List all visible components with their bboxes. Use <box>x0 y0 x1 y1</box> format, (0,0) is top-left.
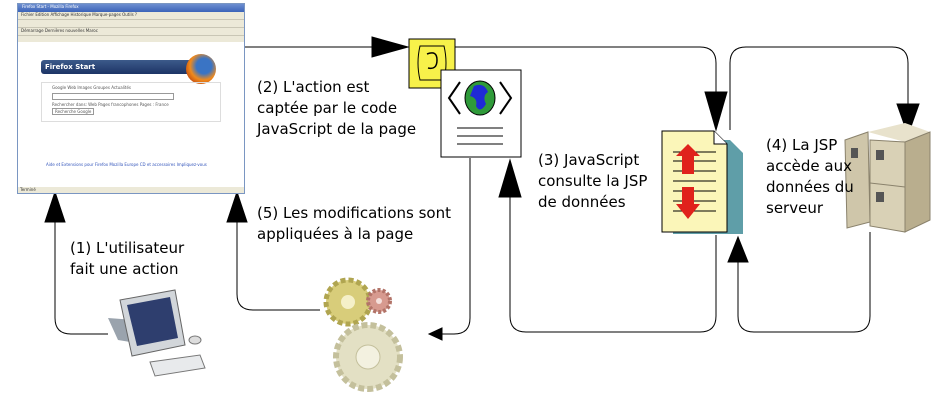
arrow-gears-to-browser <box>236 222 320 311</box>
browser-window-screenshot: Firefox Start - Mozilla Firefox Fichier … <box>17 3 245 194</box>
step2-line: JavaScript de la page <box>257 120 417 138</box>
browser-status-bar: Terminé <box>18 187 244 193</box>
step4-line: données du <box>766 178 854 196</box>
firefox-start-heading: Firefox Start <box>41 60 205 74</box>
arrow-js-to-jsp <box>455 46 717 92</box>
google-tabs: Google Web Images Groupes Actualités <box>52 85 132 90</box>
arrow-computer-to-browser <box>54 222 108 335</box>
arrowhead-left <box>427 327 443 341</box>
computer-icon <box>108 289 206 377</box>
google-search-box: Google Web Images Groupes Actualités Rec… <box>41 82 221 122</box>
step4-line: accède aux <box>766 157 853 175</box>
arrowhead-up <box>44 190 66 223</box>
step2-line: (2) L'action est <box>257 78 370 96</box>
web-page-icon <box>440 69 522 158</box>
step1-line: (1) L'utilisateur <box>70 239 185 257</box>
browser-bookmarks-bar: Démarrage Dernières nouvelles Maroc <box>18 28 244 36</box>
firefox-logo-icon <box>186 54 216 84</box>
browser-title-bar: Firefox Start - Mozilla Firefox <box>18 4 244 12</box>
arrow-page-to-gears <box>440 158 471 335</box>
step5-line: (5) Les modifications sont <box>257 204 451 222</box>
arrowhead-down <box>896 103 920 137</box>
step3-line: de données <box>538 193 626 211</box>
search-input <box>52 93 174 100</box>
search-button: Recherche Google <box>52 108 95 115</box>
jsp-document-icon <box>661 130 743 234</box>
gears-icon <box>323 277 403 392</box>
step4-line: serveur <box>766 199 823 217</box>
step5-line: appliquées à la page <box>257 225 414 243</box>
search-scope: Rechercher dans: Web Pages francophones … <box>52 102 169 107</box>
step5-label: (5) Les modifications sont appliquées à … <box>257 203 451 245</box>
step1-label: (1) L'utilisateur fait une action <box>70 238 184 280</box>
step4-label: (4) La JSP accède aux données du serveur <box>766 135 854 219</box>
arrowhead-right <box>371 36 410 58</box>
arrowhead-up <box>226 190 248 223</box>
step4-line: (4) La JSP <box>766 136 838 154</box>
step3-label: (3) JavaScript consulte la JSP de donnée… <box>538 150 647 213</box>
step2-label: (2) L'action est captée par le code Java… <box>257 77 416 140</box>
server-icon <box>844 123 931 233</box>
arrowhead-down <box>704 91 728 132</box>
step3-line: consulte la JSP <box>538 172 648 190</box>
step2-line: captée par le code <box>257 99 398 117</box>
browser-address-bar <box>18 20 244 28</box>
step1-line: fait une action <box>70 260 179 278</box>
firefox-links: Aide et Extensions pour Firefox Mozilla … <box>46 162 207 167</box>
browser-menu-bar: Fichier Edition Affichage Historique Mar… <box>18 12 244 20</box>
arrow-jsp-to-server <box>729 46 909 130</box>
browser-content: Firefox Start Google Web Images Groupes … <box>18 42 244 187</box>
arrow-jsp-to-page <box>509 197 717 333</box>
arrowhead-up <box>498 158 522 198</box>
arrow-server-to-jsp <box>737 232 871 333</box>
arrowhead-up <box>727 235 749 263</box>
step3-line: (3) JavaScript <box>538 151 640 169</box>
